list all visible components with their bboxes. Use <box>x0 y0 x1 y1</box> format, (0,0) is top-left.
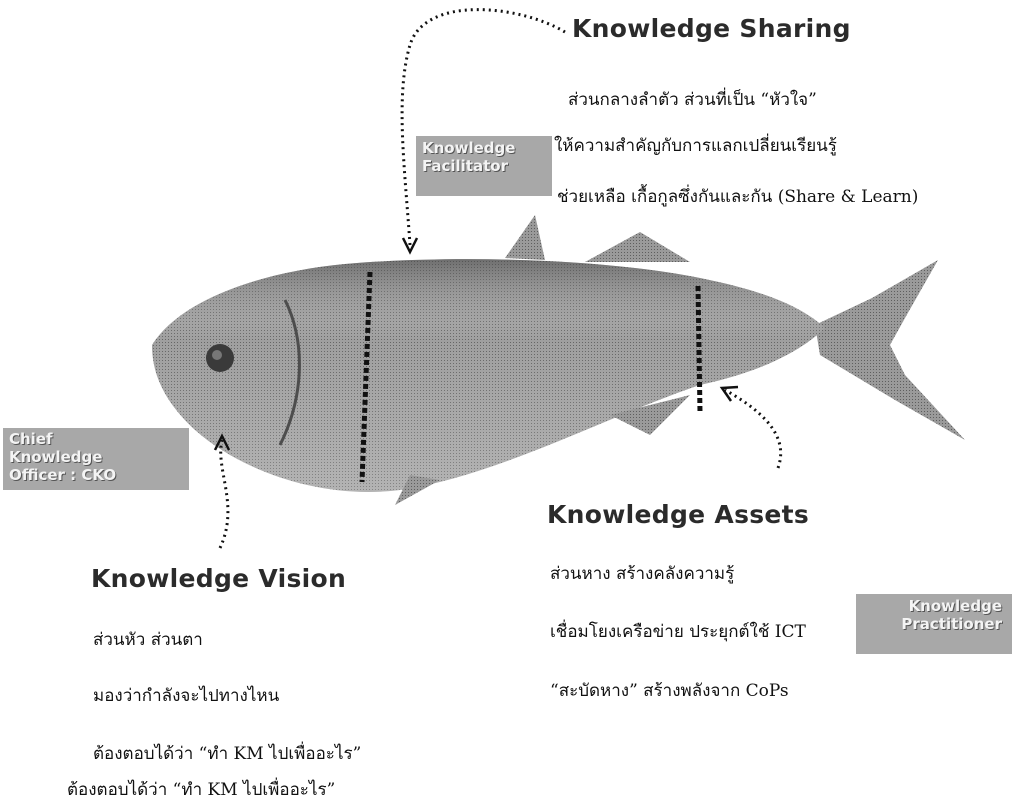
practitioner-line-2: Practitioner <box>862 615 1002 633</box>
vision-line-4: ต้องตอบได้ว่า “ทำ KM ไปเพื่ออะไร” <box>67 776 335 803</box>
sharing-line-1: ส่วนกลางลำตัว ส่วนที่เป็น “หัวใจ” <box>568 86 817 113</box>
vision-line-3: ต้องตอบได้ว่า “ทำ KM ไปเพื่ออะไร” <box>93 740 361 767</box>
practitioner-line-1: Knowledge <box>862 597 1002 615</box>
sharing-arrow <box>402 10 565 245</box>
fish-dorsal-fin <box>505 215 545 260</box>
sharing-line-3: ช่วยเหลือ เกื้อกูลซึ่งกันและกัน (Share &… <box>557 183 918 210</box>
facilitator-line-2: Facilitator <box>422 157 546 175</box>
assets-line-2: เชื่อมโยงเครือข่าย ประยุกต์ใช้ ICT <box>550 618 806 645</box>
assets-line-1: ส่วนหาง สร้างคลังความรู้ <box>550 560 734 587</box>
cko-line-3: Officer : CKO <box>9 466 183 484</box>
cko-line-2: Knowledge <box>9 448 183 466</box>
vision-line-1: ส่วนหัว ส่วนตา <box>93 626 203 653</box>
knowledge-vision-heading: Knowledge Vision <box>91 564 346 593</box>
knowledge-assets-heading: Knowledge Assets <box>547 500 809 529</box>
sharing-line-2: ให้ความสำคัญกับการแลกเปลี่ยนเรียนรู้ <box>554 132 837 159</box>
vision-arrow <box>220 440 228 548</box>
knowledge-facilitator-label: Knowledge Facilitator <box>416 136 552 196</box>
fish-tail <box>815 260 965 440</box>
knowledge-practitioner-label: Knowledge Practitioner <box>856 594 1012 654</box>
knowledge-sharing-heading: Knowledge Sharing <box>572 14 851 43</box>
cko-label: Chief Knowledge Officer : CKO <box>3 428 189 490</box>
assets-line-3: “สะบัดหาง” สร้างพลังจาก CoPs <box>550 677 789 704</box>
fish-dorsal-fin-rear <box>585 232 690 262</box>
vision-line-2: มองว่ากำลังจะไปทางไหน <box>93 682 279 709</box>
assets-arrow <box>725 390 781 468</box>
cko-line-1: Chief <box>9 430 183 448</box>
facilitator-line-1: Knowledge <box>422 139 546 157</box>
